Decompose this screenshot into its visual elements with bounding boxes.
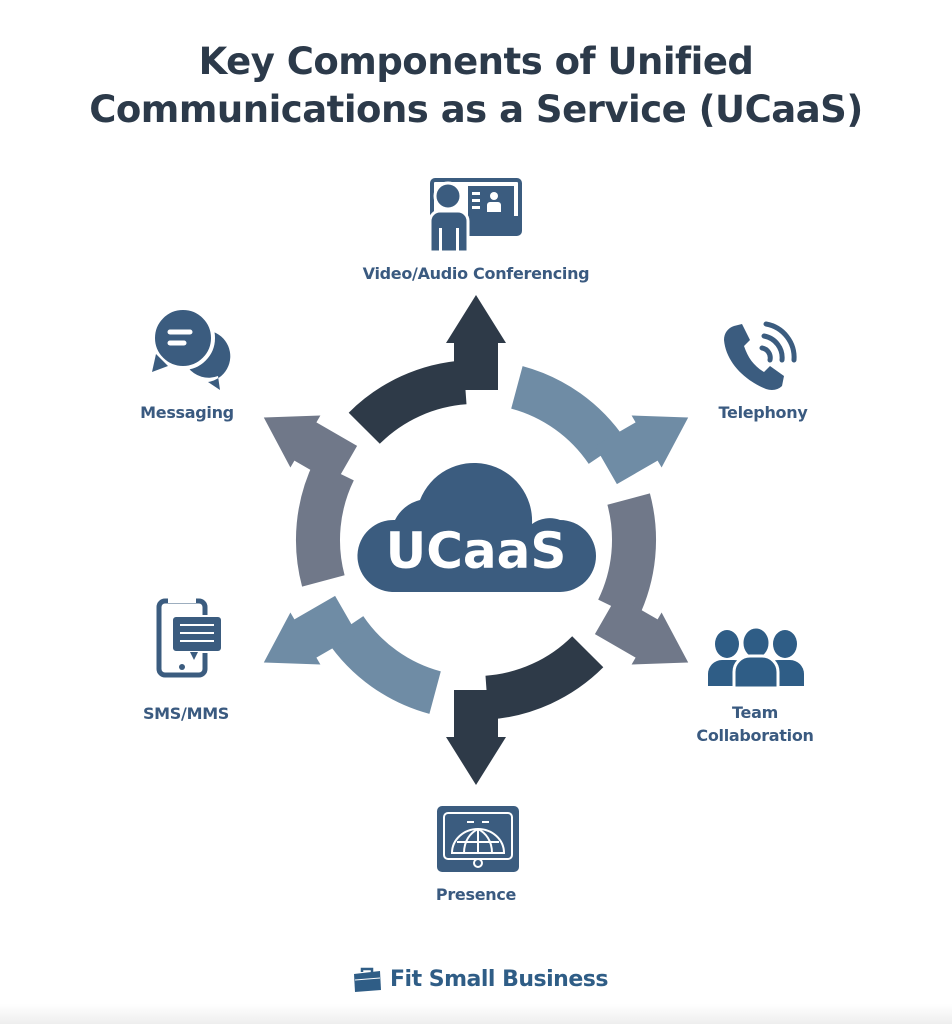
arrow-to-telephony xyxy=(511,366,689,485)
arrow-arc xyxy=(598,493,657,619)
page-title: Key Components of Unified Communications… xyxy=(0,38,952,134)
arrow-to-presence xyxy=(446,636,604,785)
arrow-arc xyxy=(326,616,441,714)
briefcase-icon xyxy=(354,967,381,992)
arrow-arc xyxy=(485,636,604,720)
arrow-to-video-conferencing xyxy=(348,295,506,444)
title-line-1: Key Components of Unified xyxy=(198,40,754,83)
brand-logo: Fit Small Business xyxy=(352,966,608,992)
chat-bubbles-icon xyxy=(151,306,231,390)
arrow-to-team-collaboration xyxy=(594,493,689,665)
arrow-head xyxy=(263,595,358,665)
label-telephony: Telephony xyxy=(718,403,808,422)
phone-icon xyxy=(724,321,797,390)
team-icon xyxy=(708,626,804,688)
title-line-2: Communications as a Service (UCaaS) xyxy=(89,88,863,131)
arrow-arc xyxy=(511,366,626,464)
arrow-head xyxy=(446,690,506,785)
label-sms-mms: SMS/MMS xyxy=(142,704,230,723)
label-team: Team xyxy=(732,703,778,722)
arrow-to-messaging xyxy=(263,415,358,587)
center-label: UCaaS xyxy=(386,522,567,580)
arrow-head xyxy=(594,415,689,485)
presence-icon xyxy=(437,806,519,872)
label-team-collaboration: Team Collaboration xyxy=(635,701,875,747)
arrow-head xyxy=(446,295,506,390)
footer-shadow xyxy=(0,1004,952,1024)
cloud-icon xyxy=(357,462,596,592)
arrow-head xyxy=(594,595,689,665)
video-conference-icon xyxy=(428,178,522,252)
arrow-to-sms-mms xyxy=(263,595,441,714)
label-collaboration: Collaboration xyxy=(696,726,814,745)
mobile-message-icon xyxy=(156,598,223,678)
label-presence: Presence xyxy=(435,885,517,904)
logo-text: Fit Small Business xyxy=(390,966,608,992)
label-video-audio-conferencing: Video/Audio Conferencing xyxy=(362,264,590,283)
arrow-arc xyxy=(348,360,467,444)
arrow-ring xyxy=(263,295,689,785)
arrow-head xyxy=(263,415,358,485)
arrow-arc xyxy=(295,461,354,587)
label-messaging: Messaging xyxy=(140,403,234,422)
